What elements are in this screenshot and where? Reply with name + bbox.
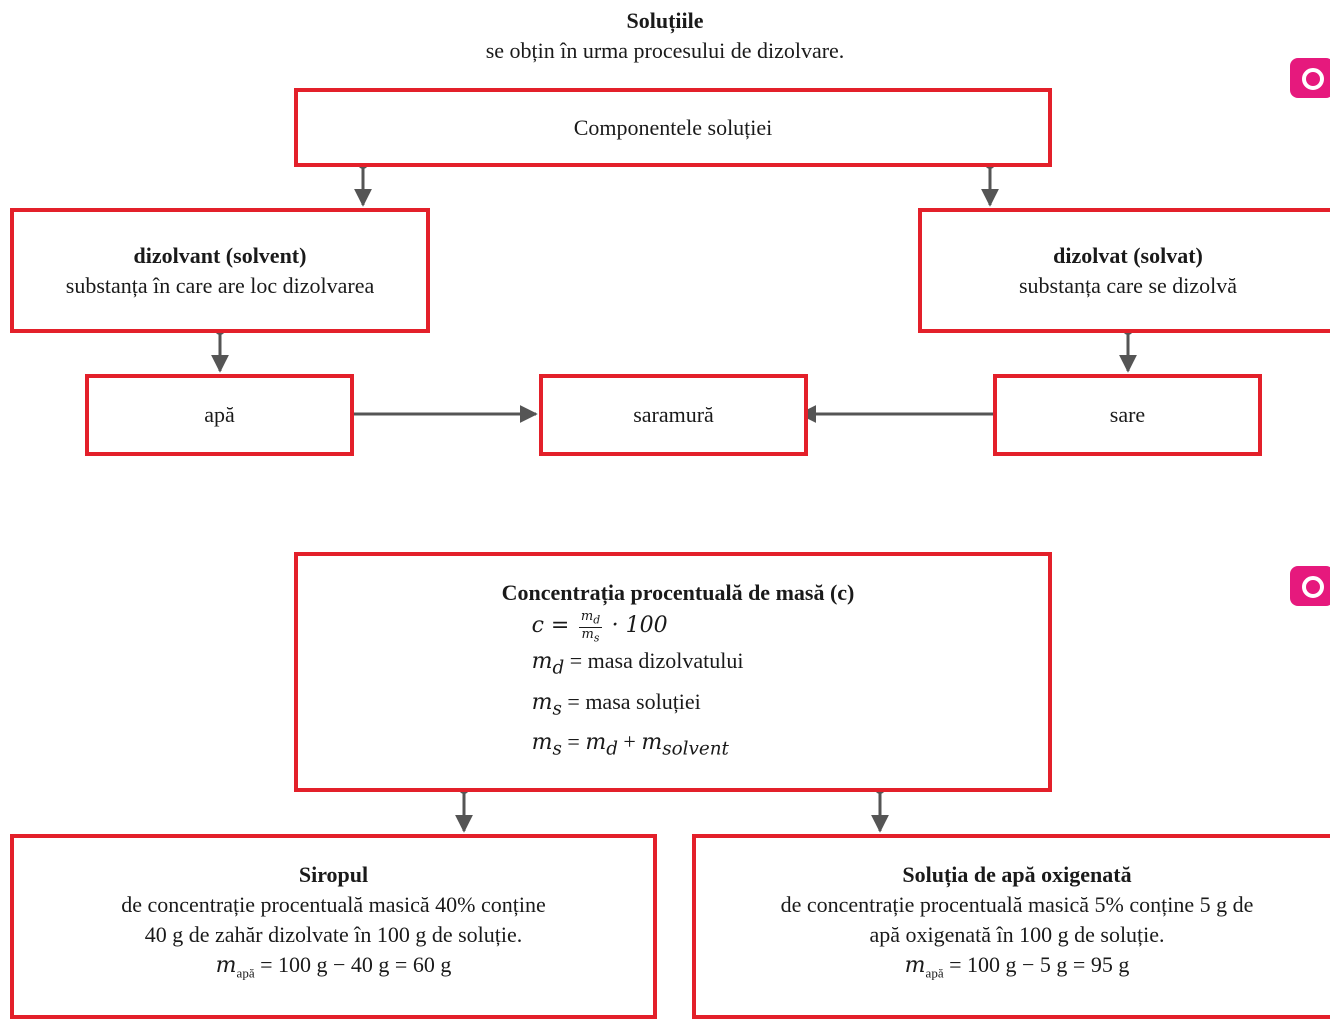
concentration-box: Concentrația procentuală de masă (c) c =… bbox=[294, 552, 1052, 792]
peroxide-line2: apă oxigenată în 100 g de soluție. bbox=[869, 922, 1165, 947]
syrup-line1: de concentrație procentuală masică 40% c… bbox=[121, 892, 546, 917]
camera-icon[interactable] bbox=[1290, 566, 1330, 606]
syrup-title: Siropul bbox=[298, 862, 369, 887]
solute-box: dizolvat (solvat) substanța care se dizo… bbox=[918, 208, 1330, 333]
brine-label: saramură bbox=[633, 402, 714, 427]
diagram-subtitle: se obțin în urma procesului de dizolvare… bbox=[485, 38, 845, 63]
formula-ms: ms = masa soluției bbox=[531, 688, 701, 720]
peroxide-title: Soluția de apă oxigenată bbox=[902, 862, 1132, 887]
components-label: Componentele soluției bbox=[573, 114, 773, 140]
solvent-title: dizolvant (solvent) bbox=[133, 242, 307, 268]
syrup-calc: mapă = 100 g − 40 g = 60 g bbox=[215, 952, 452, 981]
brine-box: saramură bbox=[539, 374, 808, 456]
formula-c: c = md ms · 100 bbox=[531, 609, 668, 645]
peroxide-box: Soluția de apă oxigenată de concentrație… bbox=[692, 834, 1330, 1019]
salt-box: sare bbox=[993, 374, 1262, 456]
peroxide-line1: de concentrație procentuală masică 5% co… bbox=[780, 892, 1254, 917]
syrup-line2: 40 g de zahăr dizolvate în 100 g de solu… bbox=[144, 922, 523, 947]
components-box: Componentele soluției bbox=[294, 88, 1052, 167]
solvent-box: dizolvant (solvent) substanța în care ar… bbox=[10, 208, 430, 333]
solute-title: dizolvat (solvat) bbox=[1053, 242, 1203, 268]
syrup-box: Siropul de concentrație procentuală masi… bbox=[10, 834, 657, 1019]
formula-md: md = masa dizolvatului bbox=[531, 648, 744, 679]
water-label: apă bbox=[204, 402, 235, 427]
salt-label: sare bbox=[1109, 402, 1146, 427]
water-box: apă bbox=[85, 374, 354, 456]
solvent-desc: substanța în care are loc dizolvarea bbox=[65, 272, 375, 298]
camera-icon[interactable] bbox=[1290, 58, 1330, 98]
peroxide-calc: mapă = 100 g − 5 g = 95 g bbox=[904, 952, 1130, 981]
diagram-title: Soluțiile bbox=[626, 8, 704, 33]
concentration-title: Concentrația procentuală de masă (c) bbox=[501, 580, 855, 606]
solute-desc: substanța care se dizolvă bbox=[1018, 272, 1238, 298]
formula-sum: ms = md + msolvent bbox=[531, 729, 729, 760]
